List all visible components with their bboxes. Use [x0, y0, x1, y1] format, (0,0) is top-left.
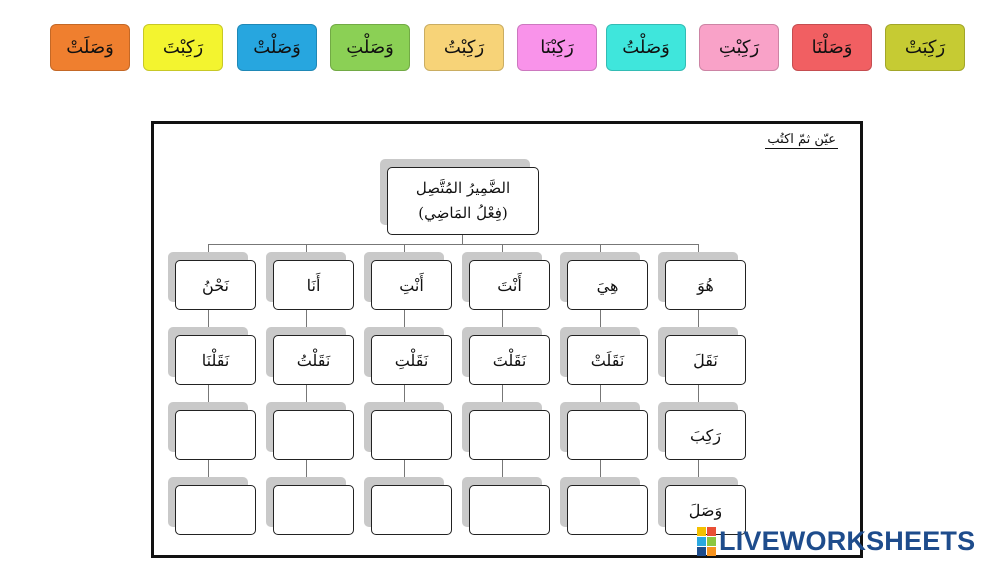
verb-box-naqala: نَقَلْنَا: [175, 335, 256, 385]
answer-chip[interactable]: وَصَلْتِ: [330, 24, 410, 71]
connector-line: [306, 385, 307, 409]
pronoun-box-ana: أَنَا: [273, 260, 354, 310]
logo-text: LIVEWORKSHEETS: [719, 526, 976, 556]
pronoun-box-hiya: هِيَ: [567, 260, 648, 310]
verb-box-naqala: نَقَلَتْ: [567, 335, 648, 385]
verb-box-naqala: نَقَلْتُ: [273, 335, 354, 385]
connector-line: [698, 310, 699, 340]
logo-square: [697, 536, 706, 546]
answer-chip[interactable]: وَصَلَتْ: [50, 24, 130, 71]
logo-squares-icon: [697, 526, 716, 556]
answer-drop-box[interactable]: [567, 485, 648, 535]
connector-line: [600, 244, 601, 252]
connector-line: [306, 460, 307, 484]
connector-line: [208, 244, 209, 252]
connector-line: [600, 385, 601, 409]
connector-line: [502, 244, 503, 252]
logo-square: [707, 526, 716, 536]
connector-line: [404, 310, 405, 340]
verb-box-naqala: نَقَلْتَ: [469, 335, 550, 385]
answer-chip[interactable]: رَكِبْتُ: [424, 24, 504, 71]
answer-chip[interactable]: وَصَلْتُ: [606, 24, 686, 71]
answer-chip[interactable]: وَصَلْتْ: [237, 24, 317, 71]
answer-chip[interactable]: رَكِبْتَ: [143, 24, 223, 71]
connector-line: [698, 244, 699, 252]
pronoun-box-anti: أَنْتِ: [371, 260, 452, 310]
connector-line: [698, 460, 699, 484]
logo-square: [707, 536, 716, 546]
root-concept-box: الضَّمِيرُ المُتَّصِل (فِعْلُ المَاضِي): [387, 167, 539, 235]
liveworksheets-logo: LIVEWORKSHEETS: [697, 525, 975, 557]
connector-line: [306, 310, 307, 340]
connector-line: [600, 460, 601, 484]
logo-square: [707, 546, 716, 556]
connector-line: [502, 385, 503, 409]
pronoun-box-nahnu: نَحْنُ: [175, 260, 256, 310]
connector-line: [208, 310, 209, 340]
answer-drop-box[interactable]: [567, 410, 648, 460]
answer-drop-box[interactable]: [371, 485, 452, 535]
verb-box-naqala: نَقَلْتِ: [371, 335, 452, 385]
connector-line: [306, 244, 307, 252]
root-title: الضَّمِيرُ المُتَّصِل: [415, 179, 511, 197]
verb-box-rakiba: رَكِبَ: [665, 410, 746, 460]
connector-line: [208, 244, 698, 245]
connector-line: [600, 310, 601, 340]
logo-square: [697, 526, 706, 536]
answer-chip[interactable]: رَكِبْتِ: [699, 24, 779, 71]
connector-line: [208, 385, 209, 409]
connector-line: [462, 235, 463, 245]
pronoun-box-huwa: هُوَ: [665, 260, 746, 310]
pronoun-box-anta: أَنْتَ: [469, 260, 550, 310]
connector-line: [502, 460, 503, 484]
logo-square: [697, 546, 706, 556]
connector-line: [404, 244, 405, 252]
root-subtitle: (فِعْلُ المَاضِي): [418, 204, 508, 222]
connector-line: [404, 385, 405, 409]
answer-drop-box[interactable]: [273, 485, 354, 535]
answer-chip[interactable]: رَكِبْنَا: [517, 24, 597, 71]
answer-drop-box[interactable]: [371, 410, 452, 460]
answer-drop-box[interactable]: [175, 410, 256, 460]
answer-chip-bank: وَصَلَتْ رَكِبْتَ وَصَلْتْ وَصَلْتِ رَكِ…: [0, 0, 1000, 90]
connector-line: [698, 385, 699, 409]
worksheet-panel: عيّن ثمّ اكتُب الضَّمِيرُ المُتَّصِل (فِ…: [151, 121, 863, 558]
answer-drop-box[interactable]: [273, 410, 354, 460]
connector-line: [502, 310, 503, 340]
answer-chip[interactable]: رَكِبَتْ: [885, 24, 965, 71]
verb-box-naqala: نَقَلَ: [665, 335, 746, 385]
answer-drop-box[interactable]: [175, 485, 256, 535]
connector-line: [208, 460, 209, 484]
answer-chip[interactable]: وَصَلْنَا: [792, 24, 872, 71]
connector-line: [404, 460, 405, 484]
instruction-text: عيّن ثمّ اكتُب: [765, 132, 838, 149]
answer-drop-box[interactable]: [469, 485, 550, 535]
answer-drop-box[interactable]: [469, 410, 550, 460]
